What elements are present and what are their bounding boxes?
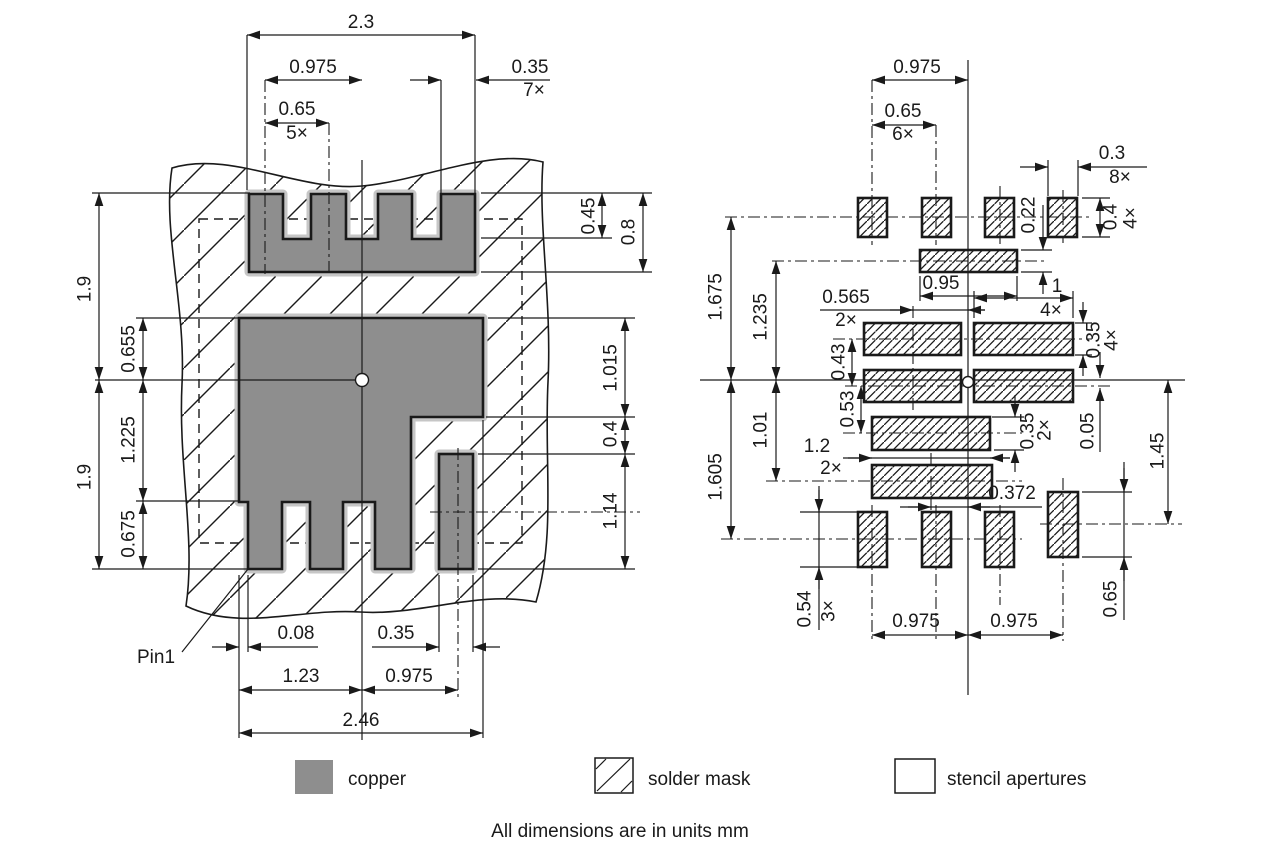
copper-main-pad	[237, 316, 485, 571]
dim-tall-aperture-height: 0.65	[1101, 581, 1122, 618]
dim-aperture-pitch-count: 6×	[892, 124, 914, 145]
dim-pin-width: 0.35	[512, 57, 549, 78]
dim-bar-height: 0.22	[1019, 197, 1040, 234]
dim-half-top: 1.9	[75, 276, 96, 302]
dim-lower-outer: 1.605	[706, 453, 727, 501]
aperture-bottom-4-tall	[1046, 490, 1080, 559]
aperture-row-b-right	[972, 368, 1075, 404]
pin1-label: Pin1	[137, 647, 175, 668]
aperture-top-2	[920, 196, 953, 239]
legend-stencil-label: stencil apertures	[947, 769, 1086, 790]
dim-pin-pitch: 0.65	[279, 99, 316, 120]
aperture-top-4	[1046, 196, 1079, 239]
stencil-aperture-shapes	[856, 196, 1080, 569]
dim-mid-height: 0.35	[1018, 413, 1039, 450]
dim-col-to-center: 0.975	[893, 57, 941, 78]
aperture-bar	[918, 248, 1019, 274]
right-dimension-lines	[726, 75, 1173, 640]
dim-aperture-width: 0.3	[1099, 143, 1125, 164]
dim-wide-height: 0.35	[1084, 322, 1105, 359]
legend-solder-mask-label: solder mask	[648, 769, 751, 790]
aperture-top-3	[983, 196, 1016, 239]
dim-notch-depth: 0.45	[579, 198, 600, 235]
dim-mid-width: 1.2	[804, 436, 830, 457]
dim-lower-inner: 1.01	[751, 412, 772, 449]
dim-bottom-right-pitch: 0.975	[990, 611, 1038, 632]
dim-upper-outer: 1.675	[706, 273, 727, 321]
dim-row-gap-top: 0.43	[829, 344, 850, 381]
right-dimension-labels: 0.975 0.65 6× 0.3 8× 0.4 4× 0.22 0.95 1 …	[706, 57, 1169, 632]
dim-mid-height-count: 2×	[1035, 419, 1056, 441]
right-view-stencil-apertures: 0.975 0.65 6× 0.3 8× 0.4 4× 0.22 0.95 1 …	[700, 57, 1185, 695]
dim-center-offset: 0.05	[1078, 413, 1099, 450]
dim-pin-width-count: 7×	[523, 80, 545, 101]
aperture-row-d	[870, 463, 994, 500]
aperture-row-a-left	[862, 321, 963, 357]
dim-pad-top-offset: 0.655	[119, 325, 140, 373]
dim-wide-offset-count: 2×	[835, 310, 857, 331]
dim-top-width: 2.3	[348, 12, 374, 33]
aperture-row-b-left	[862, 368, 963, 404]
pin1-leader	[181, 568, 249, 653]
stencil-origin-crosshair	[961, 375, 975, 389]
dim-top-pad-height: 0.8	[619, 219, 640, 245]
dim-bottom-height-count: 3×	[819, 600, 840, 622]
dim-wide-width-count: 4×	[1040, 300, 1062, 321]
dim-bar-width: 0.95	[923, 273, 960, 294]
aperture-bottom-1	[856, 510, 889, 569]
dim-aperture-width-count: 8×	[1109, 167, 1131, 188]
dim-wide-height-count: 4×	[1102, 329, 1123, 351]
dim-pad-center: 0.975	[289, 57, 337, 78]
dim-right-top: 1.015	[601, 344, 622, 392]
origin-crosshair	[354, 372, 370, 388]
dim-side-pad-center: 0.975	[385, 666, 433, 687]
dim-side-pad-height: 1.14	[601, 492, 622, 529]
dim-mid-offset: 0.372	[988, 483, 1036, 504]
units-note: All dimensions are in units mm	[491, 821, 749, 842]
dim-pin1-offset: 0.08	[278, 623, 315, 644]
dim-total-width: 2.46	[343, 710, 380, 731]
dim-half-bottom: 1.9	[75, 464, 96, 490]
dim-row-gap-bottom: 0.53	[838, 391, 859, 428]
left-dimension-labels: 2.3 0.975 0.65 5× 0.35 7× 1.9 1.9 0.655 …	[75, 12, 640, 731]
component-outline	[198, 218, 523, 544]
dim-wide-width: 1	[1052, 276, 1063, 297]
dim-aperture-pitch: 0.65	[885, 101, 922, 122]
legend-copper-label: copper	[348, 769, 407, 790]
dim-left-width: 1.23	[283, 666, 320, 687]
dim-aperture-height-count: 4×	[1121, 207, 1142, 229]
dim-right-extent: 1.45	[1148, 433, 1169, 470]
aperture-row-c	[870, 415, 992, 452]
aperture-bottom-2	[920, 510, 953, 569]
copper-top-pad	[247, 192, 477, 274]
dim-wide-offset: 0.565	[822, 287, 870, 308]
left-dimension-lines	[92, 30, 652, 738]
dim-pad-bottom-offset: 1.225	[119, 416, 140, 464]
dim-aperture-height: 0.4	[1101, 203, 1122, 230]
dim-foot-offset: 0.675	[119, 510, 140, 558]
dim-bottom-height: 0.54	[795, 590, 816, 627]
left-centerlines	[95, 80, 640, 740]
solder-mask-swatch	[594, 757, 634, 794]
dim-upper-inner: 1.235	[751, 293, 772, 341]
dim-mid-width-count: 2×	[820, 458, 842, 479]
aperture-top-1	[856, 196, 889, 239]
dim-step-gap: 0.4	[601, 420, 622, 447]
legend: copper solder mask stencil apertures	[295, 757, 1086, 794]
dim-pin-pitch-count: 5×	[286, 123, 308, 144]
copper-swatch	[295, 760, 333, 794]
dim-side-pad-width: 0.35	[378, 623, 415, 644]
aperture-row-a-right	[972, 321, 1075, 357]
aperture-bottom-3	[983, 510, 1016, 569]
dim-bottom-left-pitch: 0.975	[892, 611, 940, 632]
left-view-copper-solder-mask: 2.3 0.975 0.65 5× 0.35 7× 1.9 1.9 0.655 …	[75, 12, 652, 740]
stencil-swatch	[894, 758, 936, 794]
